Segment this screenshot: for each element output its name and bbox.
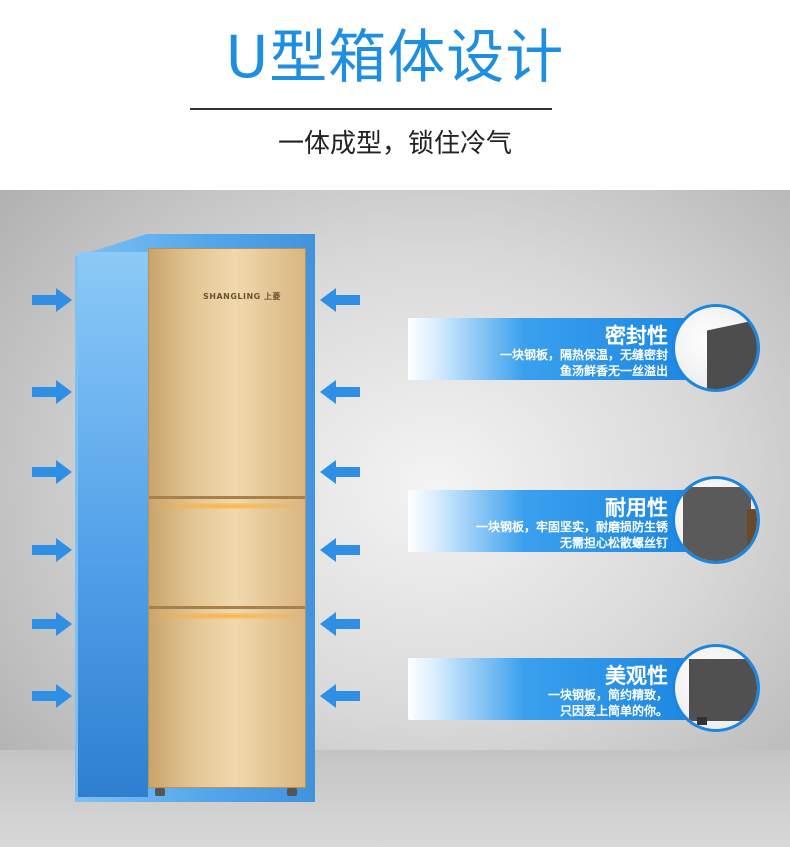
fridge-foot — [287, 788, 297, 796]
arrow-right-icon — [32, 684, 72, 708]
feature-detail-image — [672, 644, 760, 732]
feature-description: 一块钢板，牢固坚实，耐磨损防生锈 无需担心松散螺丝钉 — [476, 519, 668, 551]
feature-banner — [408, 318, 698, 380]
arrow-right-icon — [32, 288, 72, 312]
title-divider — [190, 108, 552, 110]
feature-title: 耐用性 — [605, 496, 668, 520]
door-glow — [159, 613, 295, 619]
feature-title: 密封性 — [605, 324, 668, 348]
u-cabinet-side — [78, 252, 148, 797]
arrow-left-icon — [320, 460, 360, 484]
feature-banner — [408, 490, 698, 552]
feature-desc-line: 一块钢板，牢固坚实，耐磨损防生锈 — [475, 520, 668, 534]
panel-foot-image — [697, 717, 707, 725]
fridge-door-middle — [149, 505, 305, 609]
header: U型箱体设计 一体成型，锁住冷气 — [0, 0, 790, 190]
feature-title: 美观性 — [605, 664, 668, 688]
steel-panel-image — [707, 319, 757, 389]
fridge-door-bottom — [149, 615, 305, 787]
arrow-left-icon — [320, 612, 360, 636]
feature-detail-image — [672, 304, 760, 392]
fridge-front: SHANGLING 上菱 — [148, 248, 306, 788]
arrow-left-icon — [320, 684, 360, 708]
feature-durability: 耐用性 一块钢板，牢固坚实，耐磨损防生锈 无需担心松散螺丝钉 — [408, 476, 760, 568]
arrow-left-icon — [320, 538, 360, 562]
feature-desc-line: 一块钢板，简约精致， — [547, 688, 668, 702]
feature-desc-line: 鱼汤鲜香无一丝溢出 — [559, 364, 668, 378]
arrow-right-icon — [32, 538, 72, 562]
arrow-left-icon — [320, 380, 360, 404]
page-title: U型箱体设计 — [225, 23, 565, 91]
feature-desc-line: 无需担心松散螺丝钉 — [559, 536, 668, 550]
arrow-left-icon — [320, 288, 360, 312]
product-scene: SHANGLING 上菱 密封性 一块钢板，隔热保温，无缝密封 鱼汤鲜香无一丝溢… — [0, 190, 790, 847]
feature-banner — [408, 658, 698, 720]
arrow-right-icon — [32, 380, 72, 404]
feature-description: 一块钢板，隔热保温，无缝密封 鱼汤鲜香无一丝溢出 — [500, 347, 668, 379]
feature-detail-image — [672, 476, 760, 564]
steel-panel-image — [689, 659, 757, 721]
fridge-door-top: SHANGLING 上菱 — [149, 249, 305, 499]
feature-desc-line: 一块钢板，隔热保温，无缝密封 — [499, 348, 668, 362]
feature-desc-line: 只因爱上简单的你。 — [559, 704, 668, 718]
arrow-right-icon — [32, 460, 72, 484]
page-subtitle: 一体成型，锁住冷气 — [277, 129, 512, 159]
steel-panel-image — [683, 487, 751, 561]
brand-logo: SHANGLING 上菱 — [203, 292, 282, 301]
steel-panel-edge — [747, 509, 757, 549]
feature-aesthetics: 美观性 一块钢板，简约精致， 只因爱上简单的你。 — [408, 644, 760, 736]
fridge-foot — [155, 788, 165, 796]
arrow-right-icon — [32, 612, 72, 636]
feature-sealing: 密封性 一块钢板，隔热保温，无缝密封 鱼汤鲜香无一丝溢出 — [408, 304, 760, 396]
feature-description: 一块钢板，简约精致， 只因爱上简单的你。 — [548, 687, 668, 719]
door-glow — [159, 503, 295, 509]
